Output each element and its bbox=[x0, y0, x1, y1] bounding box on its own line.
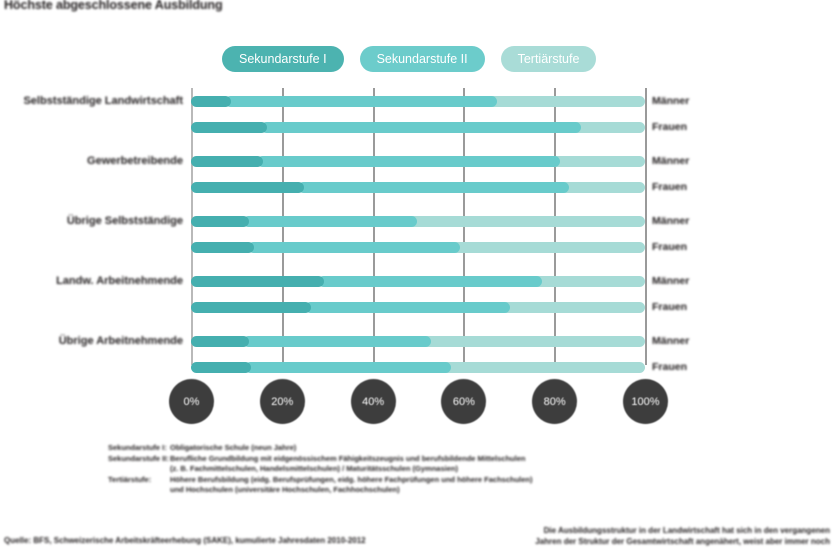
bar-segment-3[interactable] bbox=[490, 96, 645, 107]
bar-row[interactable] bbox=[191, 156, 645, 167]
bar-segment-3[interactable] bbox=[454, 242, 645, 253]
bar-segment-1[interactable] bbox=[191, 182, 304, 193]
footnote-line-1: Höhere Berufsbildung (eidg. Berufsprüfun… bbox=[170, 474, 533, 484]
bar-row[interactable] bbox=[191, 302, 645, 313]
bar-row[interactable] bbox=[191, 362, 645, 373]
axis-tick-40: 40% bbox=[350, 379, 396, 424]
bar-segment-3[interactable] bbox=[563, 182, 645, 193]
footnote-key: Tertiärstufe: bbox=[108, 474, 152, 484]
series-label-frauen: Frauen bbox=[652, 241, 688, 253]
legend-item-sekundarstufe-2[interactable]: Sekundarstufe II bbox=[359, 46, 485, 72]
bar-segment-2[interactable] bbox=[245, 362, 452, 373]
axis-tick-100: 100% bbox=[623, 379, 668, 424]
series-label-maenner: Männer bbox=[652, 155, 690, 167]
bar-row[interactable] bbox=[191, 96, 645, 107]
bar-row[interactable] bbox=[191, 276, 645, 287]
bar-segment-2[interactable] bbox=[225, 96, 497, 107]
bar-segment-1[interactable] bbox=[191, 122, 268, 133]
bar-segment-1[interactable] bbox=[191, 336, 250, 347]
page-title: Höchste abgeschlossene Ausbildung bbox=[4, 0, 223, 12]
bar-segment-3[interactable] bbox=[536, 276, 645, 287]
footnote-row: Sekundarstufe I:Obligatorische Schule (n… bbox=[108, 443, 708, 454]
footnote-row: Tertiärstufe: Höhere Berufsbildung (eidg.… bbox=[108, 475, 708, 496]
legend-item-tertiaerstufe[interactable]: Tertiärstufe bbox=[500, 46, 597, 72]
bar-row[interactable] bbox=[191, 242, 645, 253]
footnote-line-1: Berufliche Grundbildung mit eidgenössisc… bbox=[170, 453, 526, 463]
chart-legend: Sekundarstufe I Sekundarstufe II Tertiär… bbox=[222, 46, 597, 72]
legend-item-sekundarstufe-1[interactable]: Sekundarstufe I bbox=[222, 46, 344, 72]
bar-segment-3[interactable] bbox=[574, 122, 645, 133]
callout-annotation: Die Ausbildungsstruktur in der Landwirts… bbox=[530, 525, 830, 547]
footnote-line-2: und Hochschulen (universitäre Hochschule… bbox=[170, 485, 400, 494]
plot-area bbox=[191, 88, 647, 373]
footnote-value: Obligatorische Schule (neun Jahre) bbox=[170, 443, 708, 454]
x-axis: 0% 20% 40% 60% 80% 100% bbox=[0, 379, 836, 427]
series-label-frauen: Frauen bbox=[652, 181, 688, 193]
gridline-0 bbox=[191, 88, 193, 365]
footnote-line-1: Obligatorische Schule (neun Jahre) bbox=[170, 443, 297, 452]
axis-tick-0: 0% bbox=[169, 379, 214, 424]
category-label: Landw. Arbeitnehmende bbox=[56, 275, 183, 287]
series-label-frauen: Frauen bbox=[652, 301, 688, 313]
series-label-maenner: Männer bbox=[652, 215, 690, 227]
category-label: Gewerbetreibende bbox=[87, 155, 183, 167]
footnote-key: Sekundarstufe I: bbox=[108, 443, 167, 452]
axis-tick-20: 20% bbox=[259, 379, 305, 424]
footnote-line-2: (z. B. Fachmittelschulen, Handelsmittels… bbox=[170, 464, 458, 473]
bar-segment-1[interactable] bbox=[191, 96, 232, 107]
bar-row[interactable] bbox=[191, 182, 645, 193]
bar-segment-1[interactable] bbox=[191, 156, 263, 167]
bar-segment-2[interactable] bbox=[304, 302, 511, 313]
bar-row[interactable] bbox=[191, 122, 645, 133]
bar-segment-1[interactable] bbox=[191, 302, 311, 313]
axis-tick-80: 80% bbox=[532, 379, 578, 424]
callout-line-2: Jahren der Struktur der Gesamtwirtschaft… bbox=[535, 537, 830, 546]
bar-segment-1[interactable] bbox=[191, 362, 252, 373]
gridline-100 bbox=[645, 88, 647, 365]
bar-segment-2[interactable] bbox=[243, 216, 418, 227]
bar-segment-3[interactable] bbox=[445, 362, 645, 373]
bar-segment-3[interactable] bbox=[554, 156, 645, 167]
footnotes: Sekundarstufe I:Obligatorische Schule (n… bbox=[108, 443, 708, 496]
series-label-maenner: Männer bbox=[652, 335, 690, 347]
series-label-maenner: Männer bbox=[652, 275, 690, 287]
bar-segment-1[interactable] bbox=[191, 242, 254, 253]
axis-tick-60: 60% bbox=[441, 379, 487, 424]
bar-segment-2[interactable] bbox=[243, 336, 431, 347]
category-label: Selbstständige Landwirtschaft bbox=[23, 95, 183, 107]
bar-segment-1[interactable] bbox=[191, 276, 325, 287]
footnote-value: Höhere Berufsbildung (eidg. Berufsprüfun… bbox=[170, 475, 708, 496]
bar-row[interactable] bbox=[191, 336, 645, 347]
footnote-row: Sekundarstufe II:Berufliche Grundbildung… bbox=[108, 454, 708, 475]
bar-segment-2[interactable] bbox=[261, 122, 581, 133]
bar-segment-3[interactable] bbox=[424, 336, 645, 347]
bar-segment-2[interactable] bbox=[318, 276, 543, 287]
bar-segment-2[interactable] bbox=[256, 156, 561, 167]
footnote-value: Berufliche Grundbildung mit eidgenössisc… bbox=[170, 454, 708, 475]
category-label: Übrige Arbeitnehmende bbox=[58, 335, 183, 347]
series-label-frauen: Frauen bbox=[652, 361, 688, 373]
footnote-key: Sekundarstufe II: bbox=[108, 453, 169, 463]
bar-segment-3[interactable] bbox=[504, 302, 645, 313]
category-label: Übrige Selbstständige bbox=[66, 215, 183, 227]
bar-segment-1[interactable] bbox=[191, 216, 250, 227]
series-label-maenner: Männer bbox=[652, 95, 690, 107]
source-note: Quelle: BFS, Schweizerische Arbeitskräft… bbox=[4, 536, 366, 545]
bar-segment-3[interactable] bbox=[411, 216, 645, 227]
bar-segment-2[interactable] bbox=[247, 242, 461, 253]
bar-row[interactable] bbox=[191, 216, 645, 227]
bar-segment-2[interactable] bbox=[297, 182, 570, 193]
callout-line-1: Die Ausbildungsstruktur in der Landwirts… bbox=[543, 526, 830, 535]
series-label-frauen: Frauen bbox=[652, 121, 688, 133]
